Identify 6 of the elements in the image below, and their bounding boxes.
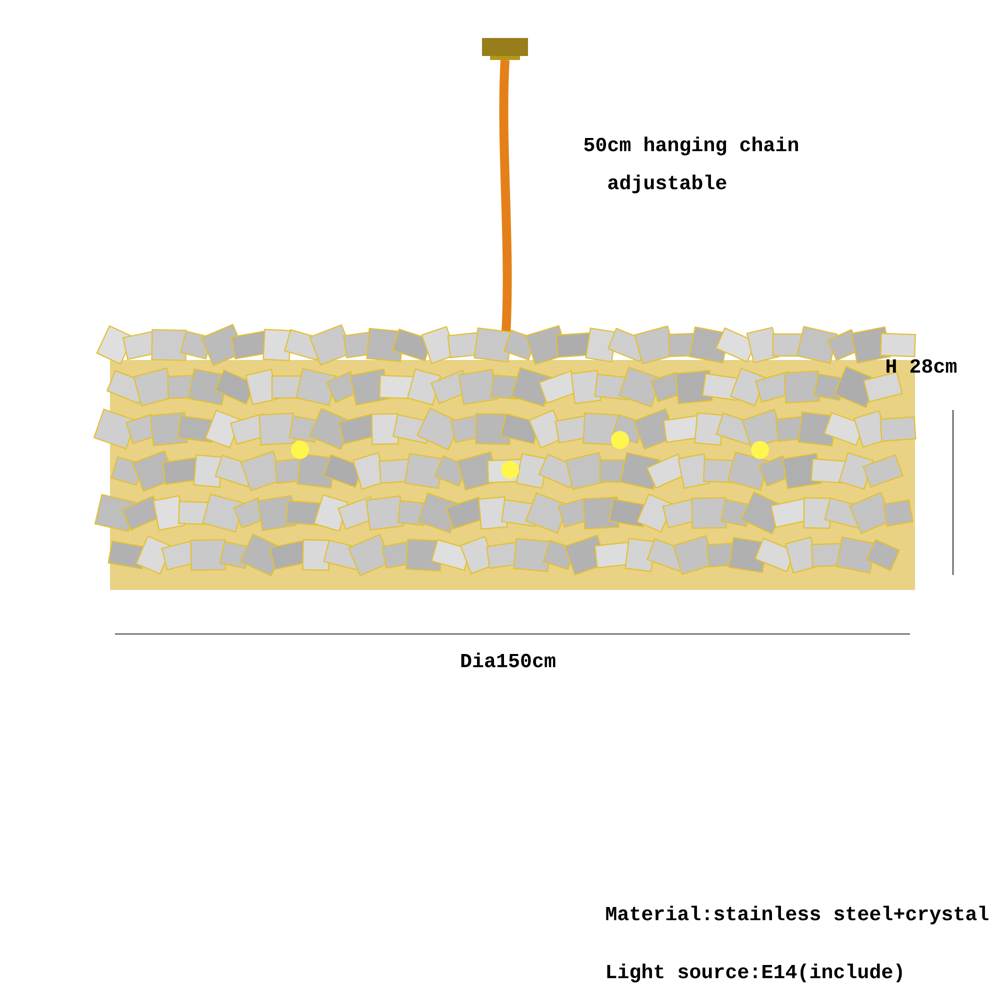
chain-note: adjustable [608, 174, 726, 194]
diameter-label: Dia150cm [461, 652, 556, 668]
height-label: H 28cm [886, 359, 956, 373]
chain-label: 50cm hanging chain [584, 136, 798, 156]
light-source-label: Light source:E14(include) [607, 964, 902, 982]
material-label: Material:stainless steel+crystal [606, 906, 988, 924]
